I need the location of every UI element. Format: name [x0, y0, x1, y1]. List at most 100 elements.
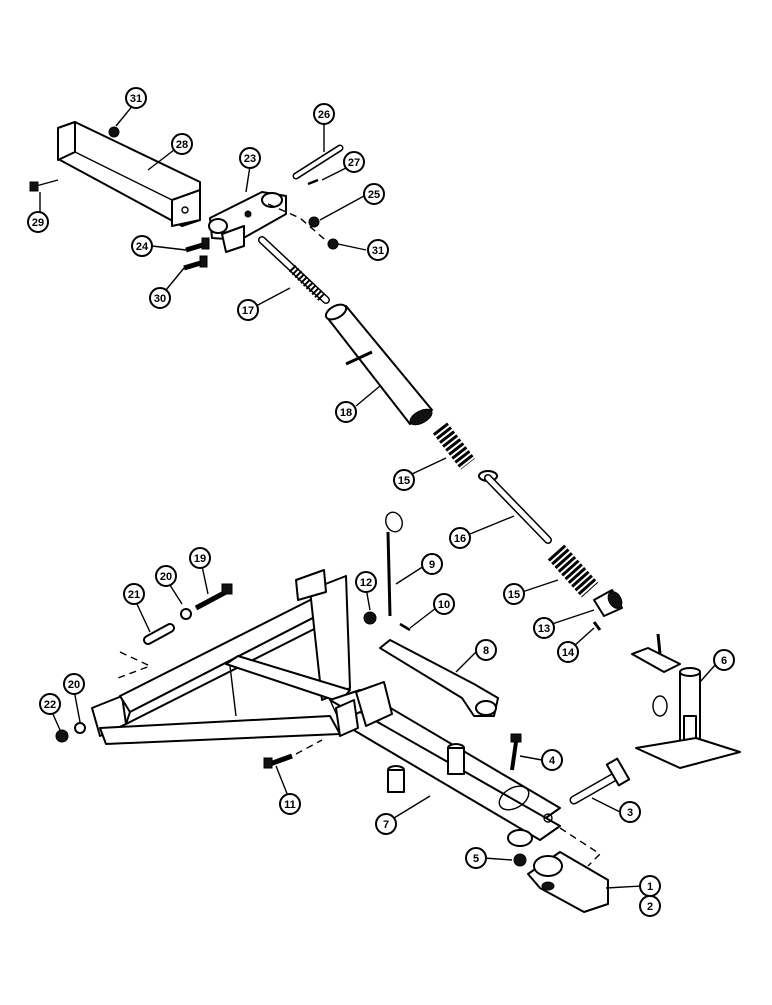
- callout-label: 26: [318, 109, 330, 121]
- callout-label: 9: [429, 559, 435, 571]
- callout-circle: [279, 793, 301, 815]
- callout-18: 18: [335, 401, 357, 423]
- callout-label: 28: [176, 139, 188, 151]
- callout-label: 21: [128, 589, 140, 601]
- callout-20a: 20: [155, 565, 177, 587]
- callout-circle: [367, 239, 389, 261]
- callout-label: 15: [398, 475, 410, 487]
- callout-circle: [39, 693, 61, 715]
- callout-15a: 15: [393, 469, 415, 491]
- callout-label: 17: [242, 305, 254, 317]
- callout-circle: [123, 583, 145, 605]
- callout-9: 9: [421, 553, 443, 575]
- callout-27: 27: [343, 151, 365, 173]
- callout-circle: [27, 211, 49, 233]
- part-15-spring-upper: [432, 422, 476, 470]
- callout-label: 18: [340, 407, 352, 419]
- callout-label: 31: [130, 93, 142, 105]
- callout-26: 26: [313, 103, 335, 125]
- part-27-cotter-pin: [307, 178, 319, 186]
- callout-label: 15: [508, 589, 520, 601]
- part-28-bracket-arm: [57, 121, 201, 227]
- callout-2: 2: [639, 895, 661, 917]
- callout-circle: [125, 87, 147, 109]
- callout-circle: [375, 813, 397, 835]
- callout-label: 10: [438, 599, 450, 611]
- callout-4: 4: [541, 749, 563, 771]
- callout-circle: [433, 593, 455, 615]
- callout-29: 29: [27, 211, 49, 233]
- callout-circle: [131, 235, 153, 257]
- part-18-tube: [324, 303, 433, 426]
- callout-circle: [335, 401, 357, 423]
- callout-label: 2: [647, 901, 653, 913]
- callout-label: 3: [627, 807, 633, 819]
- callout-19: 19: [189, 547, 211, 569]
- part-9-lynch-pin: [385, 511, 403, 617]
- callout-21: 21: [123, 583, 145, 605]
- callout-label: 13: [538, 623, 550, 635]
- part-11-bolt: [263, 753, 293, 769]
- callout-circle: [475, 639, 497, 661]
- callout-label: 24: [136, 241, 149, 253]
- a-frame-hitch: [91, 569, 561, 847]
- callout-circle: [355, 571, 377, 593]
- part-22-nut: [55, 729, 69, 743]
- callout-31a: 31: [125, 87, 147, 109]
- callout-circle: [237, 299, 259, 321]
- part-29-bolt: [29, 179, 59, 192]
- part-21-spacer: [143, 623, 175, 645]
- callout-circle: [171, 133, 193, 155]
- callout-1: 1: [639, 875, 661, 897]
- part-15-spring-lower: [547, 544, 599, 598]
- callout-label: 4: [549, 755, 556, 767]
- callout-circle: [63, 673, 85, 695]
- callout-circle: [155, 565, 177, 587]
- part-20-washer-upper: [180, 608, 192, 620]
- callout-circle: [449, 527, 471, 549]
- callout-label: 1: [647, 881, 653, 893]
- callout-circle: [189, 547, 211, 569]
- part-16-pin: [478, 470, 552, 544]
- callout-circle: [503, 583, 525, 605]
- callout-3: 3: [619, 801, 641, 823]
- callout-25: 25: [363, 183, 385, 205]
- callout-circle: [239, 147, 261, 169]
- callout-label: 5: [473, 853, 479, 865]
- callout-15b: 15: [503, 583, 525, 605]
- callout-5: 5: [465, 847, 487, 869]
- part-13-end-cap: [593, 589, 623, 617]
- part-30-bolt: [183, 255, 208, 271]
- part-24-bolt: [185, 237, 210, 253]
- callout-31b: 31: [367, 239, 389, 261]
- callout-23: 23: [239, 147, 261, 169]
- part-14-fitting: [592, 621, 602, 631]
- callout-24: 24: [131, 235, 153, 257]
- callout-label: 25: [368, 189, 380, 201]
- callout-label: 8: [483, 645, 489, 657]
- callout-11: 11: [279, 793, 301, 815]
- callout-circle: [533, 617, 555, 639]
- callout-circle: [421, 553, 443, 575]
- callout-7: 7: [375, 813, 397, 835]
- callout-label: 20: [160, 571, 172, 583]
- callout-circle: [393, 469, 415, 491]
- callout-label: 29: [32, 217, 44, 229]
- callout-label: 27: [348, 157, 360, 169]
- callout-label: 22: [44, 699, 56, 711]
- part-6-jack-stand: [631, 633, 741, 769]
- part-17-threaded-rod: [258, 236, 330, 304]
- callout-8: 8: [475, 639, 497, 661]
- part-26-pin: [292, 144, 344, 180]
- callout-22: 22: [39, 693, 61, 715]
- callout-circle: [619, 801, 641, 823]
- callout-circle: [343, 151, 365, 173]
- callout-10: 10: [433, 593, 455, 615]
- part-3-hitch-pin: [569, 757, 631, 805]
- part-8-link-arm: [379, 639, 499, 717]
- callout-14: 14: [557, 641, 579, 663]
- callout-circle: [541, 749, 563, 771]
